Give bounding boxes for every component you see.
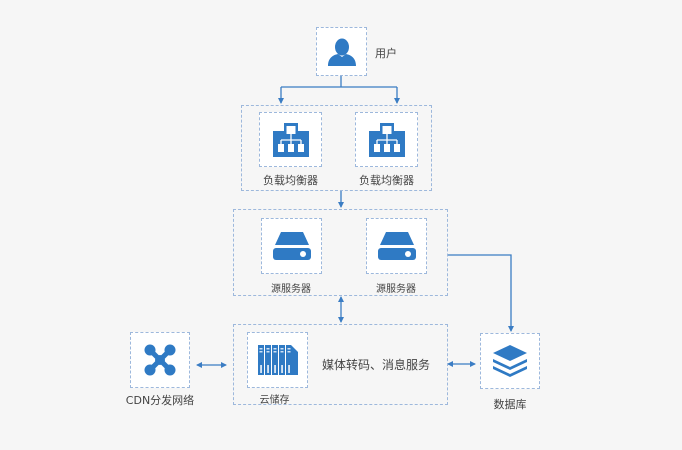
server-icon <box>377 232 416 260</box>
origin-server-label-1: 源服务器 <box>271 284 311 295</box>
edge-servers-to-db <box>448 254 514 332</box>
user-icon <box>327 38 356 66</box>
load-balancer-label-2: 负载均衡器 <box>359 174 414 187</box>
storage-icon <box>257 345 298 375</box>
database-label: 数据库 <box>493 398 527 411</box>
load-balancer-node-1[interactable] <box>259 112 322 167</box>
origin-server-group <box>233 209 448 296</box>
cloud-storage-label: 云储存 <box>259 395 290 406</box>
cdn-node[interactable] <box>130 332 190 388</box>
network-hub-icon <box>144 344 176 376</box>
user-label: 用户 <box>375 47 397 60</box>
load-balancer-icon <box>272 122 309 157</box>
cdn-label: CDN分发网络 <box>125 394 195 407</box>
load-balancer-label-1: 负载均衡器 <box>263 174 318 187</box>
user-node[interactable] <box>316 27 367 76</box>
origin-server-node-1[interactable] <box>261 218 322 274</box>
load-balancer-group <box>241 105 432 191</box>
load-balancer-icon <box>368 122 405 157</box>
edge-user-to-lbs <box>281 76 397 88</box>
server-icon <box>272 232 311 260</box>
database-stack-icon <box>493 345 527 377</box>
origin-server-node-2[interactable] <box>366 218 427 274</box>
storage-group <box>233 324 448 405</box>
database-node[interactable] <box>480 333 540 389</box>
origin-server-label-2: 源服务器 <box>376 284 416 295</box>
load-balancer-node-2[interactable] <box>355 112 418 167</box>
cloud-storage-node[interactable] <box>247 332 308 388</box>
media-services-label: 媒体转码、消息服务 <box>322 358 431 372</box>
